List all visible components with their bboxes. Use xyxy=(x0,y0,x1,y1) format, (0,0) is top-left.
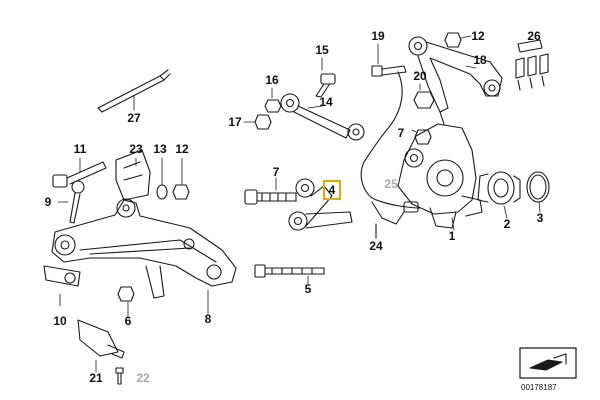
callout-21[interactable]: 21 xyxy=(89,371,103,385)
callout-1[interactable]: 1 xyxy=(448,229,456,243)
nut-part-16 xyxy=(264,99,282,113)
guide-rod-part-4 xyxy=(288,178,353,231)
bolt-part-5 xyxy=(254,264,325,278)
nut-part-12 xyxy=(172,184,190,200)
upper-arm-part-18 xyxy=(408,36,503,125)
bolt-part-15 xyxy=(315,73,336,98)
callout-7a[interactable]: 7 xyxy=(272,165,280,179)
callout-3[interactable]: 3 xyxy=(536,211,544,225)
callout-25[interactable]: 25 xyxy=(384,177,398,191)
callout-12b[interactable]: 12 xyxy=(471,29,485,43)
callout-11[interactable]: 11 xyxy=(73,142,87,156)
callout-13[interactable]: 13 xyxy=(153,142,167,156)
callout-22[interactable]: 22 xyxy=(136,371,150,385)
bracket-part-23 xyxy=(115,149,151,201)
callout-4[interactable]: 4 xyxy=(328,183,336,197)
document-id: 00178187 xyxy=(521,383,557,392)
leader-lines xyxy=(57,35,541,373)
callout-27[interactable]: 27 xyxy=(127,111,141,125)
rubber-mount-part-10 xyxy=(43,265,81,287)
callout-26[interactable]: 26 xyxy=(527,29,541,43)
callout-23[interactable]: 23 xyxy=(129,142,143,156)
screw-part-22 xyxy=(115,367,124,385)
cable-tie-part xyxy=(97,69,171,113)
callout-18[interactable]: 18 xyxy=(473,53,487,67)
nut-part-17b xyxy=(414,129,432,145)
callout-7b[interactable]: 7 xyxy=(397,126,405,140)
bolt-part-11 xyxy=(52,161,107,188)
callout-10[interactable]: 10 xyxy=(53,314,67,328)
control-arm-part-14 xyxy=(280,93,365,141)
callout-6[interactable]: 6 xyxy=(124,314,132,328)
callout-2[interactable]: 2 xyxy=(503,217,511,231)
callout-19[interactable]: 19 xyxy=(371,29,385,43)
bolt-part-7 xyxy=(244,189,297,205)
callout-8[interactable]: 8 xyxy=(204,312,212,326)
clip-part-small xyxy=(517,39,543,53)
callout-14[interactable]: 14 xyxy=(319,95,333,109)
circlip-part-3 xyxy=(526,171,550,203)
callout-9[interactable]: 9 xyxy=(44,195,52,209)
callout-17a[interactable]: 17 xyxy=(228,115,242,129)
bolt-part-9 xyxy=(69,180,85,224)
callout-5[interactable]: 5 xyxy=(304,282,312,296)
nut-part-17a xyxy=(254,114,272,130)
callout-24[interactable]: 24 xyxy=(369,239,383,253)
clips-part-26 xyxy=(515,53,549,91)
nut-part-6 xyxy=(117,286,135,302)
callout-15[interactable]: 15 xyxy=(315,43,329,57)
callout-16[interactable]: 16 xyxy=(265,73,279,87)
callout-12a[interactable]: 12 xyxy=(175,142,189,156)
callout-20[interactable]: 20 xyxy=(413,69,427,83)
highlight-box xyxy=(323,180,341,200)
reference-icon xyxy=(519,347,577,379)
nut-part-20 xyxy=(413,91,435,109)
wheel-bearing-part-2 xyxy=(477,171,521,205)
wheel-carrier-part-1 xyxy=(397,123,483,229)
shield-part-21 xyxy=(77,319,125,359)
nut-part-12b xyxy=(444,32,462,48)
washer-part-13 xyxy=(156,184,168,200)
lower-arm-part-8 xyxy=(51,198,237,299)
sensor-wire-part-19 xyxy=(360,65,421,225)
